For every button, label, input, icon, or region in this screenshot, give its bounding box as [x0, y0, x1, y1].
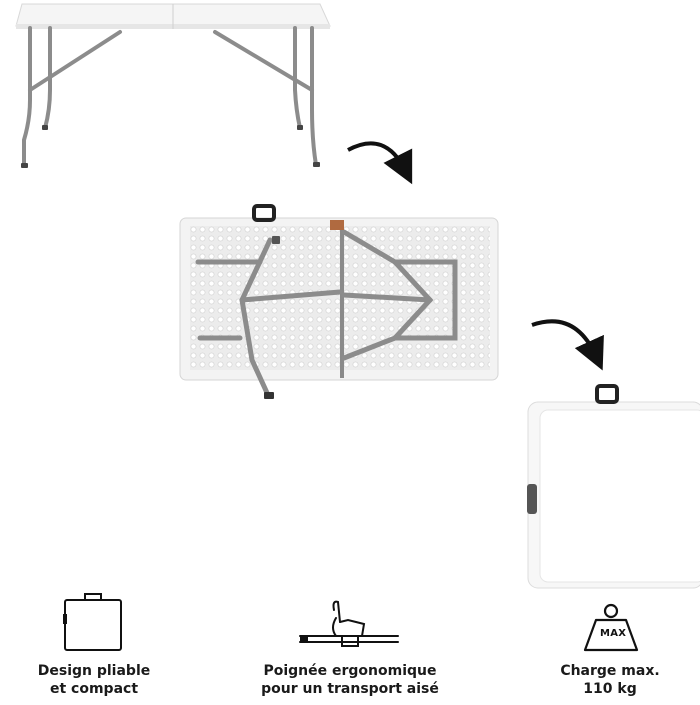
folded-table-image	[527, 384, 700, 589]
feature-label-max-load: Charge max. 110 kg	[545, 662, 675, 698]
open-table-image	[15, 3, 331, 168]
hand-carry-icon	[299, 600, 399, 647]
weight-max-icon	[583, 603, 639, 652]
feature-line: Design pliable	[37, 663, 151, 679]
folded-underside-image	[179, 204, 499, 399]
feature-line: Poignée ergonomique	[263, 663, 437, 679]
feature-label-handle: Poignée ergonomique pour un transport ai…	[240, 662, 460, 698]
curved-arrow-icon	[531, 319, 604, 371]
feature-label-design: Design pliable et compact	[24, 662, 164, 698]
feature-line: et compact	[49, 681, 139, 697]
curved-arrow-icon	[347, 141, 413, 185]
feature-line: Charge max.	[560, 663, 660, 679]
feature-line: 110 kg	[583, 681, 637, 697]
feature-line: pour un transport aisé	[261, 681, 439, 697]
folded-table-icon	[63, 593, 122, 651]
max-badge: MAX	[600, 628, 627, 639]
